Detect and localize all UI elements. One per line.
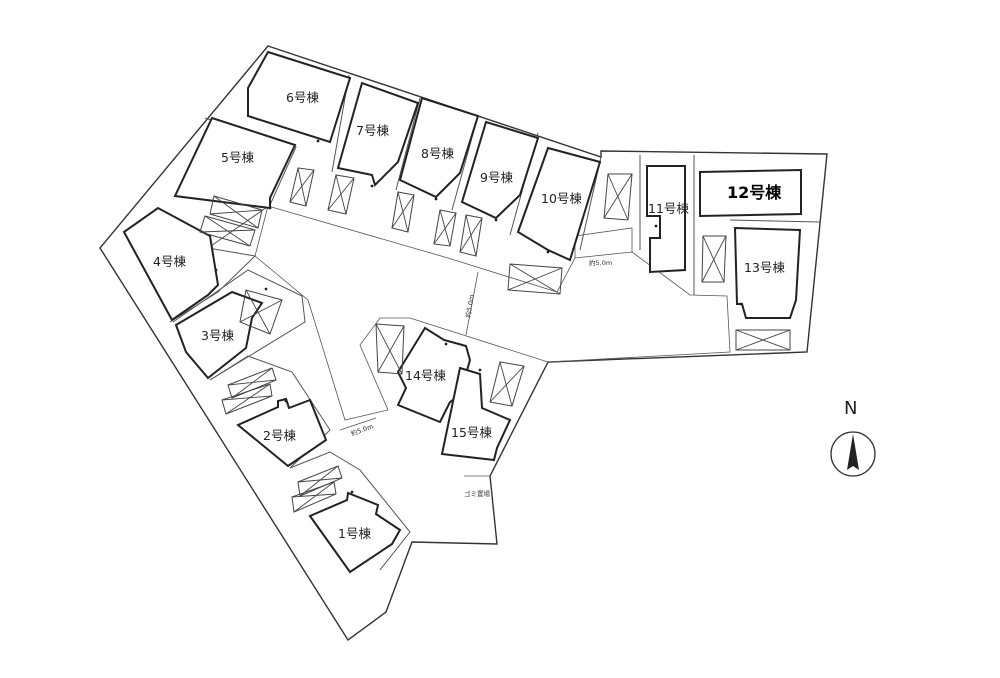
building-9-label: 9号棟 [480, 170, 513, 185]
building-4[interactable] [122, 206, 220, 322]
building-15[interactable] [440, 366, 512, 462]
building-1[interactable] [308, 491, 402, 574]
building-15-label: 15号棟 [451, 425, 492, 440]
building-12-label: 12号棟 [727, 183, 782, 202]
building-11[interactable] [646, 165, 686, 274]
north-letter: N [844, 398, 857, 419]
building-5-label: 5号棟 [221, 150, 254, 165]
internal-roads [254, 205, 731, 477]
building-7[interactable] [336, 81, 420, 187]
building-14-label: 14号棟 [405, 368, 446, 383]
building-13[interactable] [733, 226, 802, 319]
road-width-label: 約5.0m [589, 258, 612, 267]
compass-icon [830, 431, 876, 477]
building-8-label: 8号棟 [421, 146, 454, 161]
building-14[interactable] [396, 326, 472, 424]
building-7-label: 7号棟 [356, 123, 389, 138]
road-width-label: 約5.0m [463, 294, 476, 318]
building-10[interactable] [516, 146, 602, 262]
entrance-markers [214, 139, 743, 494]
north-compass: N [830, 398, 876, 477]
building-6[interactable] [247, 50, 352, 144]
parking-x-marks [199, 167, 791, 513]
building-3-label: 3号棟 [201, 328, 234, 343]
building-2-label: 2号棟 [263, 428, 296, 443]
building-2[interactable] [236, 397, 328, 468]
building-13-label: 13号棟 [744, 260, 785, 275]
compass-needle-icon [847, 434, 859, 470]
garbage-area-label: ゴミ置場 [464, 489, 491, 498]
building-12[interactable] [699, 168, 802, 218]
building-11-label: 11号棟 [648, 201, 689, 216]
building-3[interactable] [174, 290, 264, 380]
building-4-label: 4号棟 [153, 254, 186, 269]
building-10-label: 10号棟 [541, 191, 582, 206]
building-5[interactable] [173, 116, 297, 210]
building-6-label: 6号棟 [286, 90, 319, 105]
building-9[interactable] [460, 120, 540, 220]
building-1-label: 1号棟 [338, 526, 371, 541]
building-8[interactable] [398, 96, 480, 199]
